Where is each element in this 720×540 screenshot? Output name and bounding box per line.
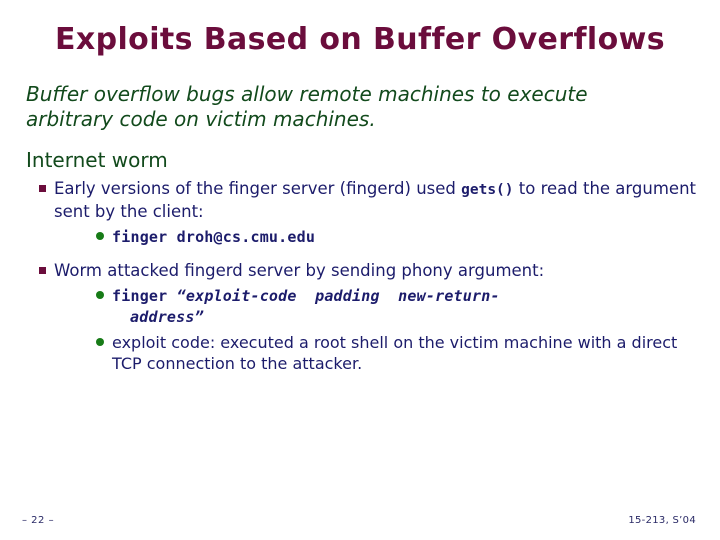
sub-bullet-2-1-code-italic: “exploit-code padding new-return- [176, 287, 500, 305]
sub-bullet-2-1: finger “exploit-code padding new-return-… [54, 285, 698, 328]
footer-page-number: – 22 – [22, 515, 55, 526]
square-bullet-icon [39, 267, 46, 274]
round-bullet-icon [96, 338, 104, 346]
lead-paragraph: Buffer overflow bugs allow remote machin… [26, 82, 588, 131]
bullet-2-text: Worm attacked fingerd server by sending … [54, 261, 545, 280]
bullet-item-1: Early versions of the finger server (fin… [26, 178, 698, 248]
bullet-item-2: Worm attacked fingerd server by sending … [26, 260, 698, 374]
footer-course-label: 15-213, S’04 [628, 515, 696, 526]
page-title: Exploits Based on Buffer Overflows [54, 22, 665, 57]
bullet-1-text-before: Early versions of the finger server (fin… [54, 179, 462, 198]
sub-bullet-2-1-code-upright: finger [112, 287, 177, 305]
square-bullet-icon [39, 185, 46, 192]
round-bullet-icon [96, 232, 104, 240]
slide-body: Buffer overflow bugs allow remote machin… [26, 82, 698, 378]
round-bullet-icon [96, 291, 104, 299]
sub-bullet-2-1-code-italic-wrap: address” [130, 308, 204, 326]
bullet-1-code-gets: gets() [461, 182, 514, 198]
sub-bullet-1-1: finger droh@cs.cmu.edu [54, 226, 698, 248]
sub-bullet-2-2: exploit code: executed a root shell on t… [54, 332, 698, 374]
bullet-1-text-after: to read the argument sent by the client: [54, 179, 696, 221]
sub-bullet-1-1-code: finger droh@cs.cmu.edu [112, 228, 316, 246]
sub-bullet-2-2-text: exploit code: executed a root shell on t… [112, 333, 678, 373]
section-heading-internet-worm: Internet worm [26, 148, 168, 172]
